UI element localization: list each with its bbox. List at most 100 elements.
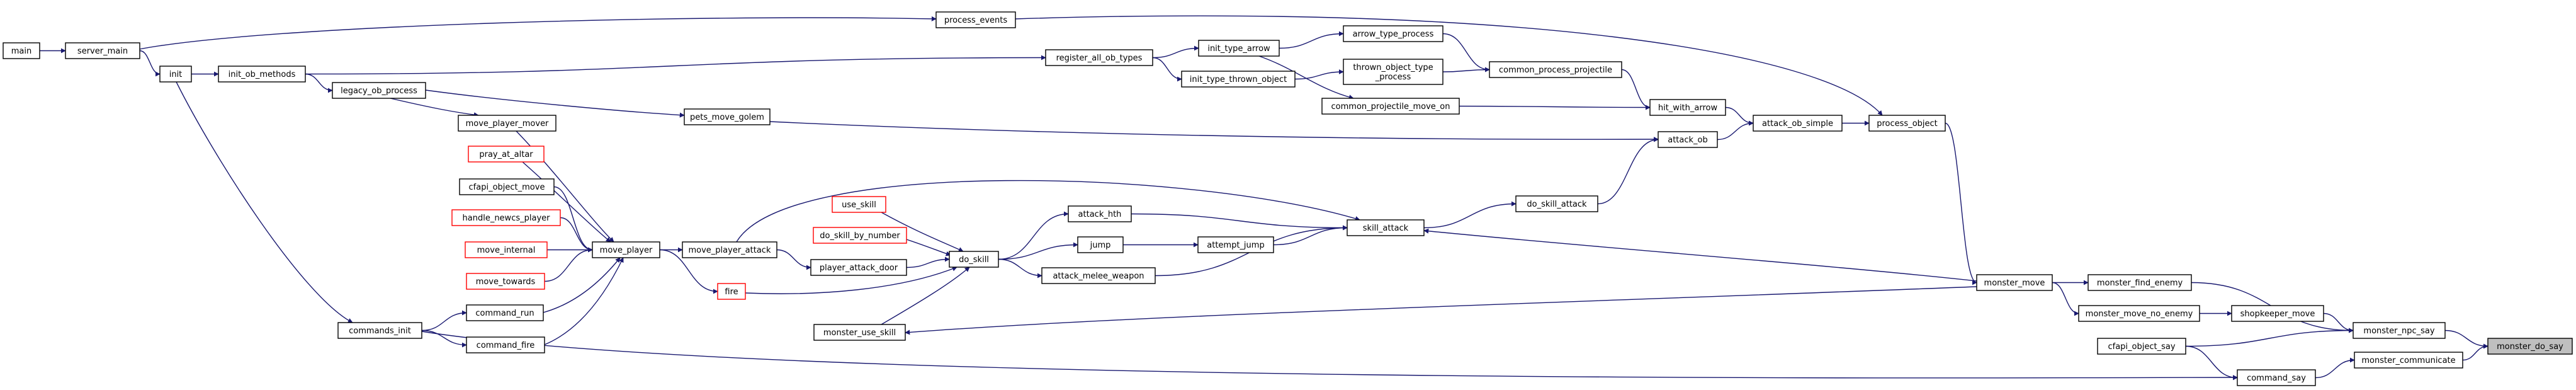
- node-pray-at-altar[interactable]: pray_at_altar: [468, 146, 545, 163]
- edge-cfapi_object_say-to-command_say: [2185, 345, 2238, 381]
- node-attempt-jump[interactable]: attempt_jump: [1197, 236, 1274, 253]
- node-label: server_main: [77, 47, 128, 56]
- edge-attack_ob-to-attack_ob_simple: [1717, 120, 1754, 141]
- node-label: common_process_projectile: [1499, 66, 1612, 75]
- edge-command_fire-to-move_player: [544, 257, 624, 345]
- node-label: init: [169, 70, 183, 79]
- node-move-player[interactable]: move_player: [592, 241, 660, 258]
- node-label: monster_find_enemy: [2097, 278, 2183, 288]
- node-label: monster_npc_say: [2363, 326, 2434, 336]
- node-cfapi-object-say[interactable]: cfapi_object_say: [2097, 338, 2186, 355]
- edge-legacy_ob_process-to-move_player_mover: [390, 98, 479, 118]
- node-skill-attack[interactable]: skill_attack: [1347, 219, 1425, 236]
- node-common-projectile-move-on[interactable]: common_projectile_move_on: [1321, 98, 1460, 115]
- node-command-fire[interactable]: command_fire: [466, 336, 545, 353]
- edge-handle_newcs_player-to-move_player: [560, 217, 593, 253]
- node-do-skill-by-number[interactable]: do_skill_by_number: [813, 227, 907, 244]
- node-monster-find-enemy[interactable]: monster_find_enemy: [2087, 274, 2192, 291]
- node-attack-melee-weapon[interactable]: attack_melee_weapon: [1041, 267, 1156, 284]
- node-label: commands_init: [349, 326, 411, 336]
- edge-commands_init-to-command_run: [421, 310, 467, 331]
- edge-commands_init-to-command_fire: [421, 330, 467, 348]
- node-move-internal[interactable]: move_internal: [465, 241, 548, 258]
- node-label: process_events: [944, 16, 1007, 25]
- edge-monster_move-to-skill_attack: [1423, 228, 1977, 282]
- node-shopkeeper-move[interactable]: shopkeeper_move: [2231, 305, 2324, 322]
- node-init-type-thrown-object[interactable]: init_type_thrown_object: [1181, 71, 1296, 88]
- edge-do_skill_attack-to-attack_ob: [1597, 137, 1659, 205]
- node-process-object[interactable]: process_object: [1868, 115, 1946, 132]
- edge-do_skill-to-jump: [998, 242, 1078, 260]
- edge-fire-to-do_skill: [745, 266, 958, 294]
- node-common-process-projectile[interactable]: common_process_projectile: [1489, 61, 1622, 78]
- node-arrow-type-process[interactable]: arrow_type_process: [1343, 25, 1443, 42]
- node-monster-do-say[interactable]: monster_do_say: [2487, 338, 2573, 355]
- node-label: hit_with_arrow: [1658, 103, 1718, 113]
- node-do-skill-attack[interactable]: do_skill_attack: [1515, 195, 1598, 212]
- node-monster-move[interactable]: monster_move: [1976, 274, 2053, 291]
- edge-commands_init-to-command_say: [421, 331, 2238, 381]
- node-attack-hth[interactable]: attack_hth: [1068, 205, 1132, 222]
- node-label: command_say: [2247, 374, 2306, 383]
- node-register-all-ob-types[interactable]: register_all_ob_types: [1045, 49, 1153, 66]
- node-monster-npc-say[interactable]: monster_npc_say: [2353, 322, 2446, 339]
- edge-use_skill-to-do_skill: [881, 212, 964, 252]
- node-monster-use-skill[interactable]: monster_use_skill: [813, 324, 906, 341]
- node-move-player-attack[interactable]: move_player_attack: [682, 241, 777, 258]
- edge-init_type_thrown_object-to-thrown_object_type_process: [1294, 69, 1344, 80]
- node-label: player_attack_door: [820, 263, 898, 273]
- node-pets-move-golem[interactable]: pets_move_golem: [684, 108, 771, 125]
- node-use-skill[interactable]: use_skill: [832, 196, 886, 213]
- node-label: do_skill_attack: [1527, 200, 1587, 209]
- node-label: command_fire: [477, 341, 535, 350]
- node-jump[interactable]: jump: [1077, 236, 1124, 253]
- edge-monster_communicate-to-monster_do_say: [2462, 343, 2488, 361]
- node-handle-newcs-player[interactable]: handle_newcs_player: [451, 209, 561, 226]
- node-init-type-arrow[interactable]: init_type_arrow: [1198, 40, 1280, 57]
- node-monster-move-no-enemy[interactable]: monster_move_no_enemy: [2078, 305, 2200, 322]
- node-hit-with-arrow[interactable]: hit_with_arrow: [1649, 99, 1726, 116]
- node-init-ob-methods[interactable]: init_ob_methods: [218, 66, 306, 83]
- node-command-run[interactable]: command_run: [466, 304, 544, 321]
- node-move-towards[interactable]: move_towards: [466, 273, 545, 290]
- node-fire[interactable]: fire: [717, 283, 746, 300]
- node-move-player-mover[interactable]: move_player_mover: [458, 115, 556, 132]
- node-player-attack-door[interactable]: player_attack_door: [810, 259, 907, 276]
- node-label: cfapi_object_move: [469, 183, 545, 192]
- node-thrown-object-type-process[interactable]: thrown_object_type_process: [1343, 59, 1443, 85]
- edge-attack_hth-to-skill_attack: [1131, 213, 1348, 231]
- node-command-say[interactable]: command_say: [2237, 369, 2316, 386]
- node-process-events[interactable]: process_events: [935, 11, 1016, 28]
- node-label: do_skill: [959, 255, 989, 265]
- node-do-skill[interactable]: do_skill: [949, 251, 999, 268]
- node-monster-communicate[interactable]: monster_communicate: [2354, 352, 2463, 369]
- edge-thrown_object_type_process-to-common_process_projectile: [1442, 67, 1490, 72]
- node-server-main[interactable]: server_main: [65, 42, 140, 59]
- edge-pets_move_golem-to-attack_ob: [769, 121, 1659, 142]
- node-label: _process: [1375, 72, 1411, 82]
- edge-do_skill-to-attack_hth: [998, 211, 1069, 260]
- node-init[interactable]: init: [159, 66, 192, 83]
- node-label: monster_communicate: [2361, 356, 2455, 365]
- edge-init_type_arrow-to-arrow_type_process: [1279, 31, 1344, 49]
- node-attack-ob[interactable]: attack_ob: [1658, 131, 1718, 148]
- node-label: move_player_attack: [689, 246, 771, 255]
- edge-hit_with_arrow-to-attack_ob_simple: [1725, 106, 1754, 126]
- edge-move_towards-to-move_player: [544, 247, 593, 282]
- node-label: process_object: [1877, 119, 1938, 129]
- edge-cfapi_object_say-to-monster_npc_say: [2185, 328, 2354, 347]
- node-label: use_skill: [842, 200, 876, 210]
- edge-player_attack_door-to-do_skill: [906, 256, 950, 268]
- node-cfapi-object-move[interactable]: cfapi_object_move: [459, 178, 555, 195]
- node-commands-init[interactable]: commands_init: [337, 322, 422, 339]
- node-label: move_player_mover: [466, 119, 549, 129]
- edge-move_player-to-fire: [659, 249, 718, 294]
- node-label: move_player: [600, 246, 653, 255]
- node-legacy-ob-process[interactable]: legacy_ob_process: [332, 82, 426, 99]
- node-main[interactable]: main: [3, 42, 40, 59]
- node-attack-ob-simple[interactable]: attack_ob_simple: [1753, 115, 1843, 132]
- node-label: attack_hth: [1078, 210, 1122, 219]
- node-label: attempt_jump: [1207, 241, 1264, 250]
- edge-register_all_ob_types-to-init_type_arrow: [1152, 45, 1199, 59]
